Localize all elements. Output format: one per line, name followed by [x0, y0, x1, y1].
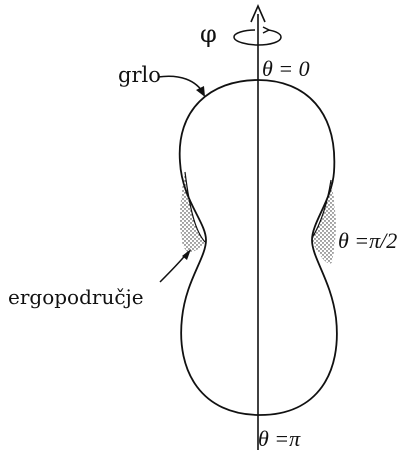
ergoregion-left-boundary: [184, 171, 206, 243]
phi-label: φ: [200, 20, 217, 48]
throat-pointer-arrow: [157, 75, 205, 95]
ergoregion-arrowhead-icon: [182, 249, 191, 260]
rotation-arrow: [233, 29, 282, 46]
rotation-arrowhead-icon: [262, 26, 271, 34]
throat-arrowhead-icon: [196, 86, 205, 97]
theta-zero-label: θ = 0: [262, 56, 310, 81]
theta-pi-label: θ =π: [258, 426, 301, 451]
horizon-outline: [178, 79, 338, 416]
throat-label: grlo: [118, 63, 161, 87]
ergoregion-label: ergopodručje: [8, 285, 144, 309]
theta-half-pi-label: θ =π/2: [338, 228, 397, 253]
ergoregion-right-shading: [312, 180, 336, 264]
axis-arrowhead: [250, 4, 266, 23]
ergoregion-right-boundary: [311, 179, 332, 239]
